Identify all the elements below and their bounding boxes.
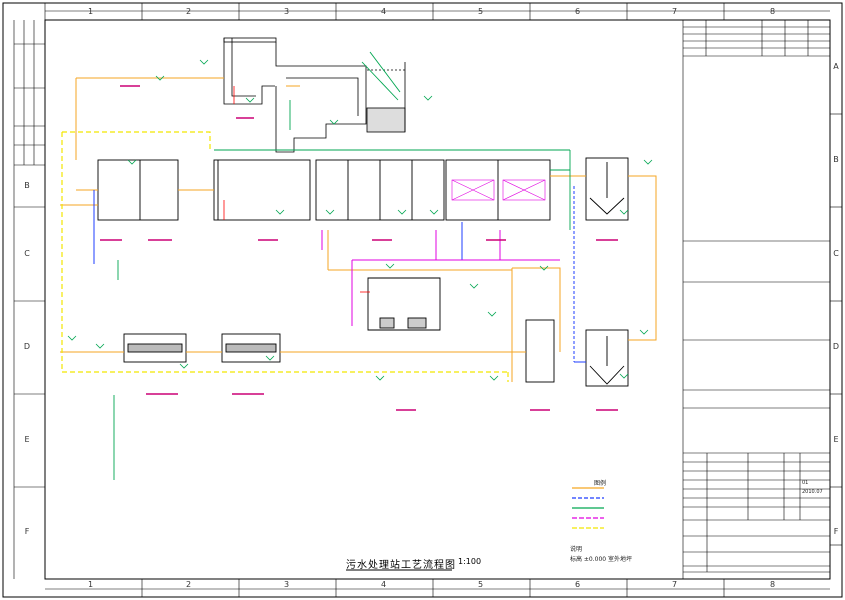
- grid-label-col-1: 1: [88, 7, 94, 16]
- grid-label-row-d: D: [832, 342, 840, 351]
- grid-label-col-4-bottom: 4: [381, 580, 387, 589]
- legend: [572, 487, 604, 529]
- grid-label-row-b-left: B: [24, 181, 30, 190]
- lower-structures: [123, 277, 629, 387]
- grid-label-row-f-left: F: [24, 527, 30, 536]
- grid-label-col-4: 4: [381, 7, 387, 16]
- grid-band-right: [829, 20, 842, 579]
- grid-band-bottom: [45, 579, 830, 597]
- sewage-lines: [60, 77, 657, 382]
- drawing-title: 污水处理站工艺流程图: [346, 560, 456, 571]
- dosing-lines: [321, 230, 560, 326]
- drawing-scale: 1:100: [458, 557, 482, 566]
- inlet-structures: [223, 37, 406, 153]
- grid-label-row-e: E: [833, 435, 839, 444]
- grid-label-row-f: F: [833, 527, 839, 536]
- grid-label-col-5: 5: [478, 7, 484, 16]
- notes: 说明 标高 ±0.000 室外地坪: [570, 545, 632, 565]
- title-block-sheet: 01: [802, 480, 809, 486]
- grid-label-col-1-bottom: 1: [88, 580, 94, 589]
- tank-label-bars: [100, 85, 618, 411]
- grid-label-row-c: C: [833, 249, 839, 258]
- inner-frame: [44, 19, 831, 580]
- grid-label-row-b: B: [833, 155, 839, 164]
- grid-label-col-3: 3: [284, 7, 290, 16]
- grid-label-row-d-left: D: [23, 342, 31, 351]
- legend-heading: 图例: [594, 480, 607, 487]
- main-tank-row: [97, 157, 629, 221]
- title-block-date: 2010.07: [802, 489, 823, 495]
- grid-label-col-8: 8: [770, 7, 776, 16]
- red-structure: [223, 86, 370, 293]
- grid-band-top: [44, 3, 830, 20]
- grid-label-row-e-left: E: [24, 435, 30, 444]
- grid-label-col-2-bottom: 2: [186, 580, 192, 589]
- grid-label-row-a: A: [833, 62, 839, 71]
- grid-band-left: [13, 20, 45, 579]
- grid-label-col-8-bottom: 8: [770, 580, 776, 589]
- notes-line-1: 标高 ±0.000 室外地坪: [570, 556, 633, 563]
- air-lines: [113, 51, 571, 480]
- level-markers: [67, 59, 653, 381]
- grid-label-col-7-bottom: 7: [672, 580, 678, 589]
- grid-label-row-c-left: C: [24, 249, 30, 258]
- grid-label-col-7: 7: [672, 7, 678, 16]
- notes-heading: 说明: [570, 546, 583, 553]
- sludge-lines: [61, 131, 509, 382]
- grid-label-col-5-bottom: 5: [478, 580, 484, 589]
- water-lines: [93, 186, 586, 363]
- grid-label-col-2: 2: [186, 7, 192, 16]
- grid-label-col-6-bottom: 6: [575, 580, 581, 589]
- grid-label-col-6: 6: [575, 7, 581, 16]
- grid-label-col-3-bottom: 3: [284, 580, 290, 589]
- title-block: [682, 19, 831, 580]
